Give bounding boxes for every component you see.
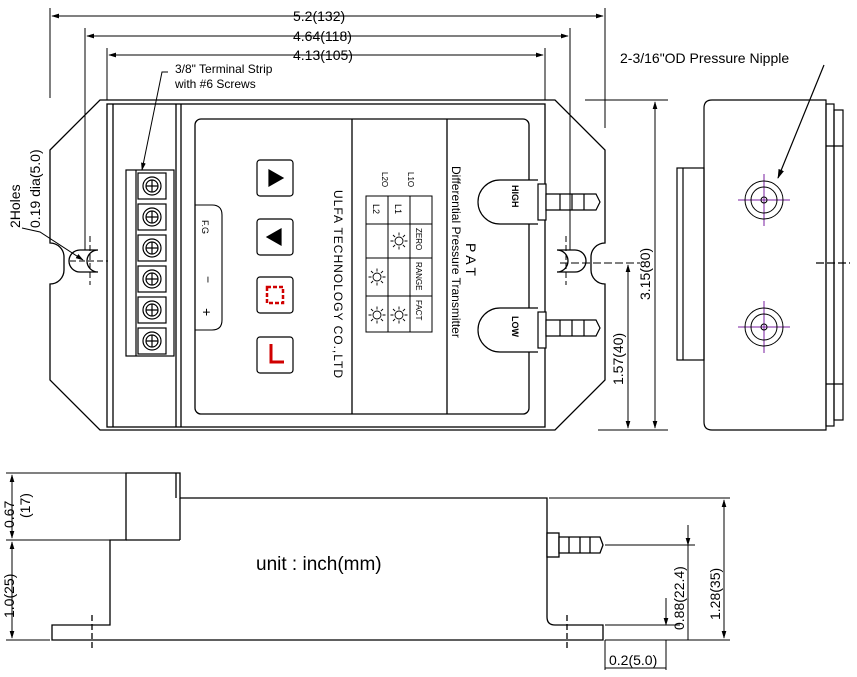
minus-label: − [201, 276, 215, 283]
low-port [477, 307, 538, 353]
manufacturer-label: ULFA TECHNOLOGY CO.,LTD [331, 190, 345, 379]
down-arrow-icon [265, 227, 282, 247]
keypad [256, 159, 294, 374]
screw-slot-icon [146, 180, 158, 192]
model-label: P A T [463, 243, 479, 276]
product-name: Differential Pressure Transmitter [449, 166, 463, 338]
terminal-screw-icon [142, 331, 162, 351]
nipple-top-view [738, 174, 790, 353]
table-header-range: RANGE [414, 262, 423, 290]
led-sun-rays-icon [368, 268, 386, 286]
terminal-screw-icon [142, 207, 162, 227]
table-header-zero: ZERO [414, 228, 423, 250]
dim-mount-spacing: 4.64(118) [293, 28, 352, 44]
dim-side-height: 1.28(35) [707, 568, 723, 620]
nipple-callout: 2-3/16"OD Pressure Nipple [620, 50, 789, 66]
terminal-strip-callout-1: 3/8" Terminal Strip [175, 62, 273, 76]
holes-callout-2: 0.19 dia(5.0) [27, 149, 43, 228]
high-port [477, 179, 538, 225]
terminal-cell [137, 327, 167, 355]
high-nipple [545, 193, 601, 211]
dim-overall-length: 5.2(132) [293, 8, 345, 24]
led-sun-icon [372, 310, 382, 320]
dim-body-depth: 1.0(25) [1, 574, 17, 618]
led-sun-icon [394, 236, 404, 246]
table-row-l2: L2 [371, 204, 381, 214]
base-plate-outline [49, 99, 606, 431]
side-view [676, 64, 850, 431]
plus-label: + [199, 308, 215, 316]
mode-icon [265, 285, 285, 305]
terminal-screw-icon [142, 176, 162, 196]
screw-slot-icon [146, 335, 158, 347]
terminal-cell [137, 296, 167, 324]
port-high-label: HIGH [510, 185, 520, 208]
screw-slot-icon [146, 273, 158, 285]
led-sun-icon [372, 272, 382, 282]
dim-height: 3.15(80) [637, 248, 653, 300]
dim-body-length: 4.13(105) [293, 47, 353, 63]
terminal-screw-icon [142, 238, 162, 258]
led-l2-label: L2O [380, 172, 389, 187]
led-sun-rays-icon [368, 306, 386, 324]
fg-bracket [195, 204, 223, 331]
front-panel [194, 118, 530, 415]
fg-label: F.G [200, 220, 210, 234]
left-mount-slot [68, 249, 99, 273]
led-l1-label: L1O [406, 172, 415, 187]
housing-body [106, 103, 546, 428]
dim-base-offset: 0.2(5.0) [609, 652, 657, 668]
mode-button[interactable] [256, 276, 294, 314]
port-low-label: LOW [510, 316, 520, 337]
enter-icon [269, 344, 284, 364]
terminal-screw-icon [142, 300, 162, 320]
terminal-strip [125, 169, 175, 357]
low-nipple [545, 319, 601, 337]
holes-callout-1: 2Holes [7, 184, 23, 228]
terminal-strip-callout-2: with #6 Screws [174, 77, 256, 91]
terminal-screws [137, 172, 167, 355]
right-mount-slot [556, 249, 587, 273]
dim-terminal-height: 0.67 [1, 501, 17, 528]
table-row-l1: L1 [393, 204, 403, 214]
screw-slot-icon [146, 304, 158, 316]
led-sun-rays-icon [390, 306, 408, 324]
terminal-cell [137, 234, 167, 262]
dim-nipple-height: 0.88(22.4) [671, 566, 687, 630]
top-dimensions [21, 8, 668, 431]
terminal-cell [137, 203, 167, 231]
screw-slot-icon [146, 242, 158, 254]
function-table [365, 195, 433, 333]
up-arrow-icon [268, 168, 285, 188]
table-header-fact: FACT [414, 300, 423, 321]
terminal-cell [137, 172, 167, 200]
dim-terminal-height-mm: (17) [17, 493, 33, 518]
terminal-screw-icon [142, 269, 162, 289]
front-dimensions [6, 472, 730, 670]
unit-label: unit : inch(mm) [256, 554, 382, 575]
dim-half-height: 1.57(40) [610, 333, 626, 385]
enter-button[interactable] [256, 336, 294, 374]
led-sun-rays-icon [390, 232, 408, 250]
led-sun-icons [368, 232, 408, 324]
front-view [51, 472, 604, 650]
terminal-cell [137, 265, 167, 293]
pressure-ports [477, 179, 601, 353]
led-sun-icon [394, 310, 404, 320]
screw-slot-icon [146, 211, 158, 223]
top-view [49, 99, 606, 431]
